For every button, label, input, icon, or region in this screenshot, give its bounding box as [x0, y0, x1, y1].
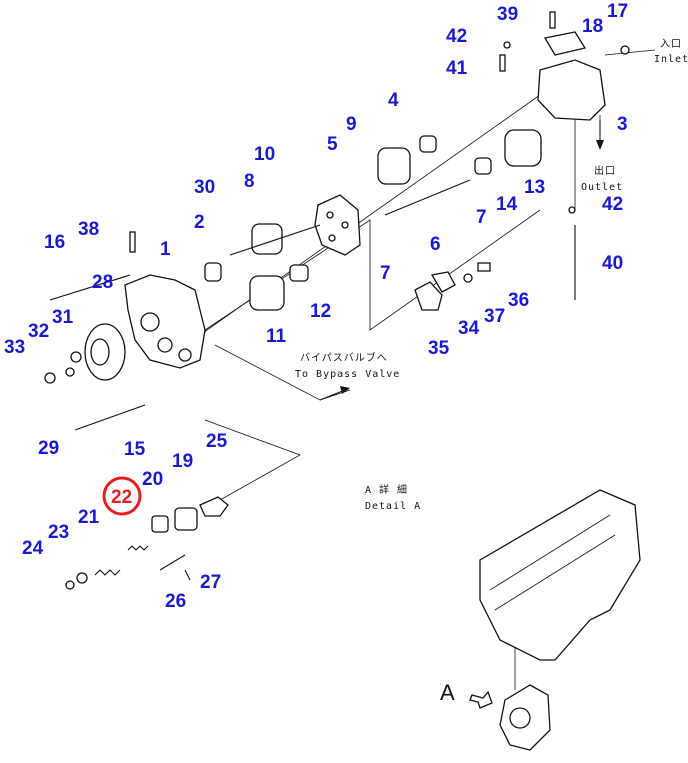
inlet-outlet-housing: [537, 31, 606, 121]
part-label-40[interactable]: 40: [602, 253, 623, 274]
part-label-24[interactable]: 24: [22, 538, 44, 559]
shafts: [49, 179, 576, 431]
part-label-17[interactable]: 17: [607, 1, 628, 22]
part-label-13[interactable]: 13: [524, 177, 545, 198]
bypass-arrow: [319, 386, 350, 401]
part-label-26[interactable]: 26: [165, 591, 186, 612]
pump-gears: [249, 129, 542, 311]
part-label-30[interactable]: 30: [194, 177, 215, 198]
part-label-7[interactable]: 7: [380, 263, 391, 284]
part-label-32[interactable]: 32: [28, 321, 49, 342]
bypass-valve-parts: [65, 496, 229, 590]
part-label-33[interactable]: 33: [4, 337, 25, 358]
detail-label-en: Detail A: [365, 501, 421, 512]
part-label-19[interactable]: 19: [172, 451, 193, 472]
part-label-27[interactable]: 27: [200, 572, 221, 593]
part-label-25[interactable]: 25: [206, 431, 228, 452]
part-label-8[interactable]: 8: [244, 171, 255, 192]
bypass-label-en: To Bypass Valve: [295, 369, 400, 380]
part-label-20[interactable]: 20: [142, 469, 163, 490]
part-label-9[interactable]: 9: [346, 114, 357, 135]
part-label-18[interactable]: 18: [582, 16, 603, 37]
part-label-35[interactable]: 35: [428, 338, 450, 359]
part-label-22[interactable]: 22: [111, 487, 132, 508]
part-label-29[interactable]: 29: [38, 438, 59, 459]
drive-gear: [84, 323, 126, 381]
part-label-4[interactable]: 4: [388, 90, 399, 111]
part-label-5[interactable]: 5: [327, 134, 338, 155]
part-label-14[interactable]: 14: [496, 194, 518, 215]
part-label-1[interactable]: 1: [160, 239, 171, 260]
bypass-label-jp: バイパスバルブへ: [300, 351, 388, 364]
inlet-label-en: Inlet: [654, 54, 688, 65]
detail-label-jp: A 詳 細: [365, 483, 408, 496]
pump-cover: [314, 194, 361, 256]
part-label-7[interactable]: 7: [476, 207, 487, 228]
view-letter: A: [440, 680, 455, 705]
part-label-3[interactable]: 3: [617, 114, 628, 135]
part-label-34[interactable]: 34: [458, 318, 480, 339]
part-label-10[interactable]: 10: [254, 144, 275, 165]
part-label-31[interactable]: 31: [52, 307, 74, 328]
part-label-11[interactable]: 11: [266, 326, 287, 347]
part-label-36[interactable]: 36: [508, 290, 529, 311]
small-parts: [44, 11, 630, 384]
part-label-42[interactable]: 42: [446, 26, 467, 47]
outlet-arrow: [596, 120, 604, 150]
engine-detail-view: [469, 489, 641, 751]
part-label-12[interactable]: 12: [310, 301, 331, 322]
part-label-21[interactable]: 21: [78, 507, 100, 528]
part-label-38[interactable]: 38: [78, 219, 99, 240]
outlet-label-jp: 出口: [594, 164, 616, 177]
highlight-ring: [102, 476, 142, 516]
part-number-labels: 39 18 17 42 41 4 3 9 5 10 8 30 13 14 42 …: [4, 1, 628, 612]
part-label-37[interactable]: 37: [484, 306, 505, 327]
part-label-16[interactable]: 16: [44, 232, 65, 253]
part-label-39[interactable]: 39: [497, 4, 518, 25]
part-label-42[interactable]: 42: [602, 194, 623, 215]
part-label-41[interactable]: 41: [446, 58, 468, 79]
part-label-6[interactable]: 6: [430, 234, 441, 255]
part-label-2[interactable]: 2: [194, 212, 205, 233]
part-label-23[interactable]: 23: [48, 522, 69, 543]
part-label-15[interactable]: 15: [124, 439, 146, 460]
outlet-label-en: Outlet: [581, 182, 623, 193]
part-label-28[interactable]: 28: [92, 272, 113, 293]
pump-housing: [124, 274, 206, 369]
inlet-label-jp: 入口: [660, 39, 682, 50]
